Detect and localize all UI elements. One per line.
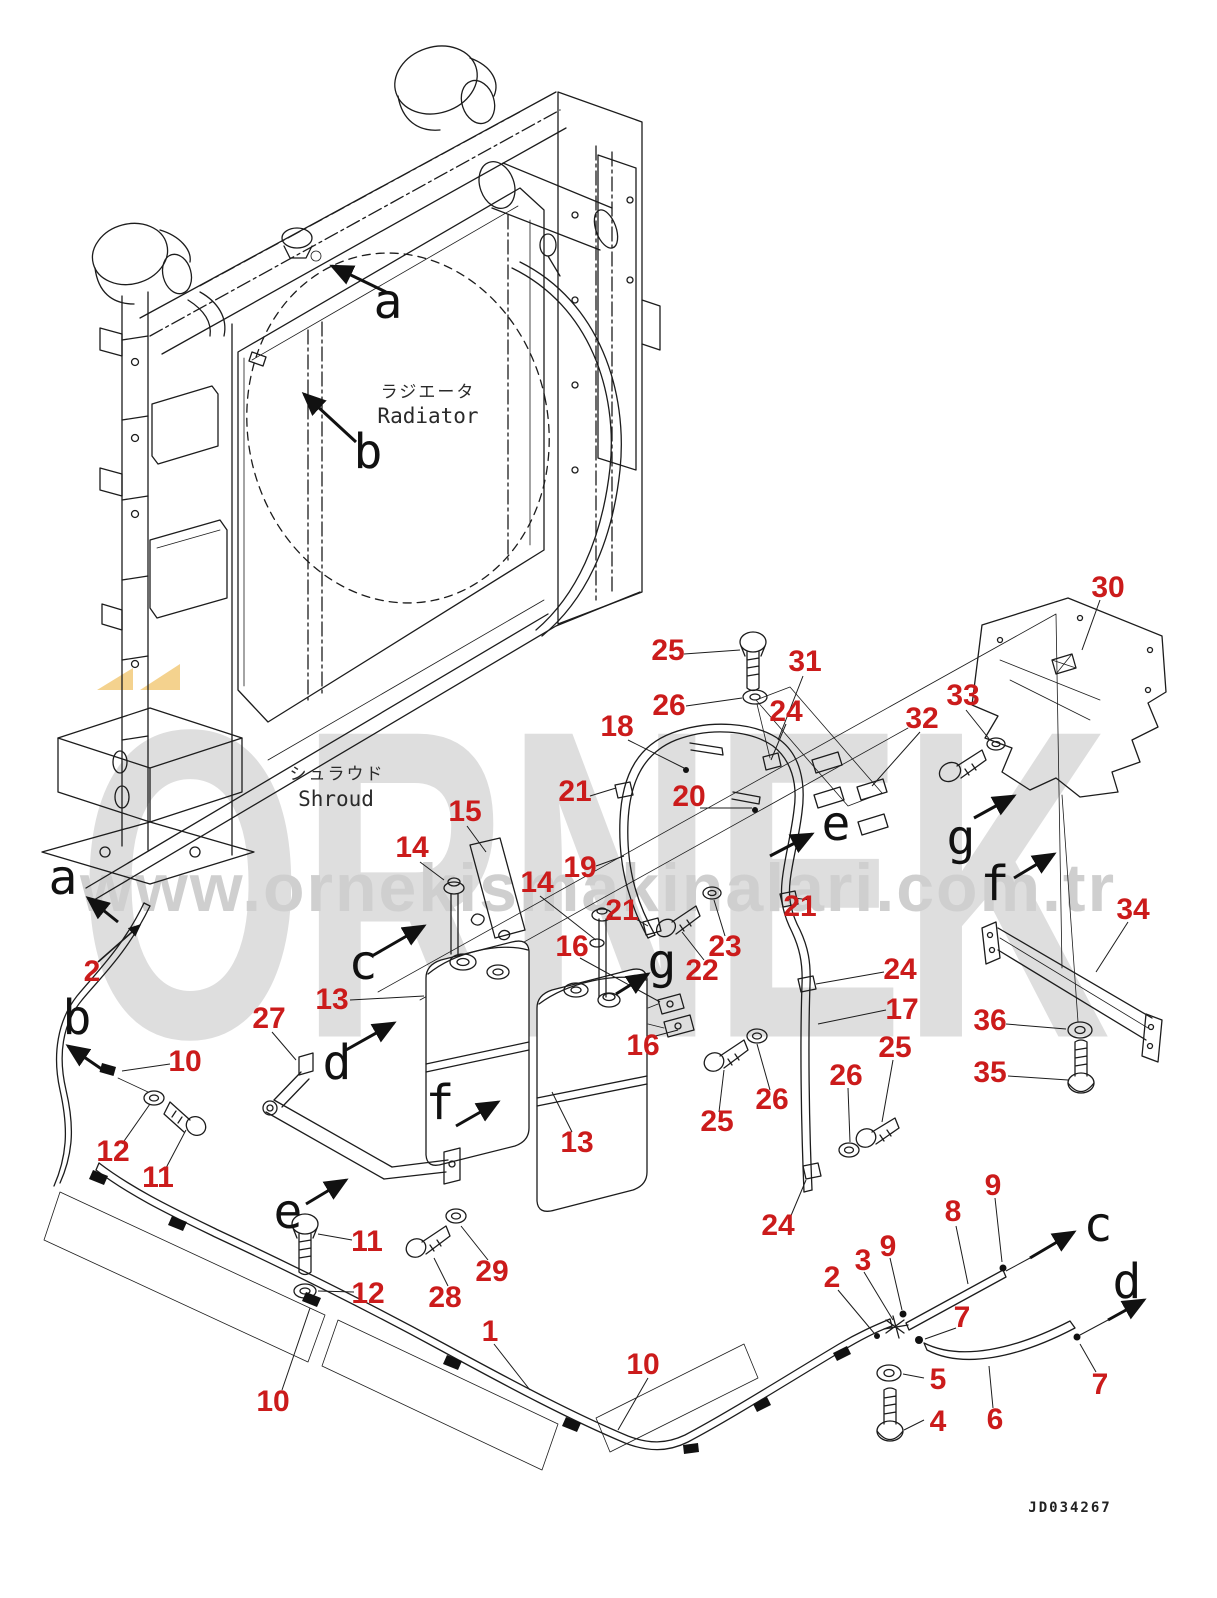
callout-21: 21 <box>605 894 639 927</box>
view-label-c: c <box>348 935 378 991</box>
radiator-label-en: Radiator <box>377 404 479 428</box>
callout-11: 11 <box>351 1225 383 1258</box>
view-label-f: f <box>425 1075 455 1131</box>
callout-12: 12 <box>351 1277 385 1310</box>
fasteners <box>143 631 1095 1442</box>
callout-14: 14 <box>520 866 554 899</box>
callout-23: 23 <box>708 930 742 963</box>
callout-25: 25 <box>878 1031 912 1064</box>
callout-2: 2 <box>823 1261 841 1294</box>
callout-7: 7 <box>953 1301 971 1334</box>
callout-25: 25 <box>700 1105 734 1138</box>
callout-10: 10 <box>626 1348 660 1381</box>
view-label-e: e <box>273 1184 303 1240</box>
callout-3: 3 <box>854 1244 872 1277</box>
callout-15: 15 <box>448 795 482 828</box>
callout-25: 25 <box>651 634 685 667</box>
callout-21: 21 <box>558 775 592 808</box>
callout-18: 18 <box>600 710 634 743</box>
callout-27: 27 <box>252 1002 286 1035</box>
bottom-hoses <box>43 767 1081 1471</box>
callout-19: 19 <box>563 851 597 884</box>
callout-11: 11 <box>142 1161 174 1194</box>
callout-21: 21 <box>783 890 817 923</box>
view-label-b: b <box>353 424 383 480</box>
watermark-url: www.ornekismakinalari.com.tr <box>79 850 1117 926</box>
callout-17: 17 <box>885 993 919 1026</box>
view-label-a: a <box>373 274 403 330</box>
callout-31: 31 <box>788 645 822 678</box>
callout-12: 12 <box>96 1135 130 1168</box>
view-label-c: c <box>1083 1197 1113 1253</box>
callout-6: 6 <box>986 1403 1004 1436</box>
callout-1: 1 <box>481 1315 499 1348</box>
callout-22: 22 <box>685 954 719 987</box>
callout-36: 36 <box>973 1004 1007 1037</box>
callout-10: 10 <box>168 1045 202 1078</box>
callout-28: 28 <box>428 1281 462 1314</box>
view-label-b: b <box>62 990 92 1046</box>
leader-lines <box>121 599 1129 1431</box>
shroud-label-en: Shroud <box>298 787 374 811</box>
callout-33: 33 <box>946 679 980 712</box>
callout-34: 34 <box>1116 893 1150 926</box>
callout-10: 10 <box>256 1385 290 1418</box>
radiator-label-jp: ラジエータ <box>380 382 476 403</box>
callout-4: 4 <box>929 1405 947 1438</box>
callout-29: 29 <box>475 1255 509 1288</box>
callout-5: 5 <box>929 1363 947 1396</box>
callout-2: 2 <box>83 955 101 988</box>
view-label-f: f <box>980 856 1010 912</box>
callout-13: 13 <box>560 1126 594 1159</box>
callout-24: 24 <box>883 953 917 986</box>
callout-16: 16 <box>626 1029 660 1062</box>
drawing-code: JD034267 <box>1028 1500 1112 1516</box>
callout-9: 9 <box>879 1230 897 1263</box>
callout-9: 9 <box>984 1169 1002 1202</box>
callout-20: 20 <box>672 780 706 813</box>
callout-16: 16 <box>555 930 589 963</box>
view-arrows <box>65 264 1147 1322</box>
callout-26: 26 <box>652 689 686 722</box>
view-label-a: a <box>48 850 78 906</box>
radiator-sketch <box>41 45 661 901</box>
callout-7: 7 <box>1091 1368 1109 1401</box>
hose-loop-and-tube <box>614 723 822 1193</box>
callout-26: 26 <box>755 1083 789 1116</box>
view-label-g: g <box>946 810 976 866</box>
callout-30: 30 <box>1091 571 1125 604</box>
callout-13: 13 <box>315 983 349 1016</box>
callout-14: 14 <box>395 831 429 864</box>
view-label-e: e <box>821 796 851 852</box>
view-label-d: d <box>322 1035 352 1091</box>
view-label-g: g <box>647 934 677 990</box>
bracket-27 <box>262 1052 461 1185</box>
reservoir-tanks <box>425 837 695 1212</box>
callout-35: 35 <box>973 1056 1007 1089</box>
callout-26: 26 <box>829 1059 863 1092</box>
callout-8: 8 <box>944 1195 962 1228</box>
callout-24: 24 <box>761 1209 795 1242</box>
mount-brackets <box>755 597 1167 1063</box>
callout-24: 24 <box>769 695 803 728</box>
shroud-label-jp: シュラウド <box>289 764 385 785</box>
callout-32: 32 <box>905 702 939 735</box>
view-label-d: d <box>1112 1254 1142 1310</box>
